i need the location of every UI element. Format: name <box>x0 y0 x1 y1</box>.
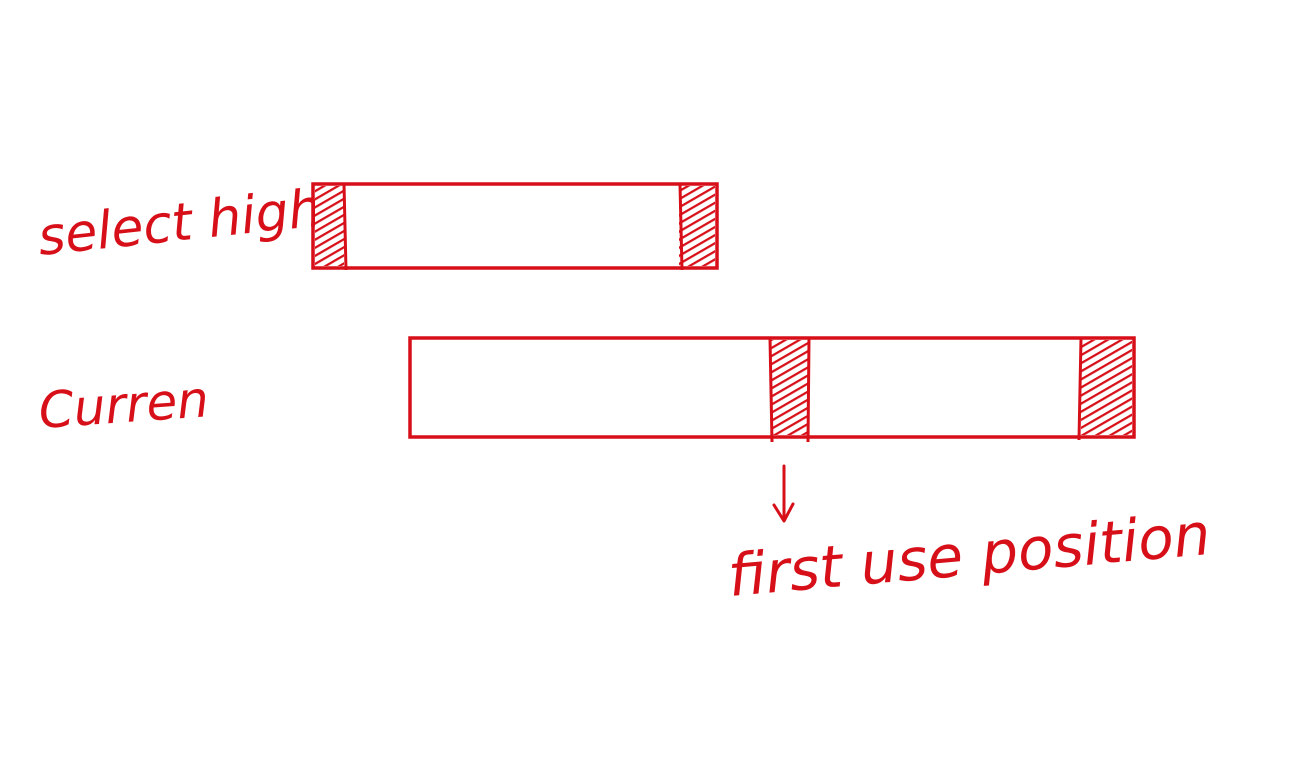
select-high-hatched-start <box>315 186 344 266</box>
current-use-left-divider <box>768 337 774 443</box>
current-row: Curren <box>37 336 1136 443</box>
select-high-row: select high <box>35 179 719 271</box>
current-hatched-end <box>1081 340 1132 435</box>
down-arrow-icon <box>772 464 795 523</box>
select-high-hatched-end <box>679 186 715 266</box>
current-end-divider <box>1077 337 1083 441</box>
select-high-start-divider <box>342 183 348 271</box>
select-high-end-divider <box>678 183 684 271</box>
select-high-label: select high <box>35 179 324 268</box>
current-label: Curren <box>37 370 211 440</box>
select-high-interval-bar <box>311 182 719 270</box>
current-use-right-divider <box>806 337 811 443</box>
first-use-position-annotation: first use position <box>725 500 1213 610</box>
current-hatched-use-block <box>771 340 809 435</box>
